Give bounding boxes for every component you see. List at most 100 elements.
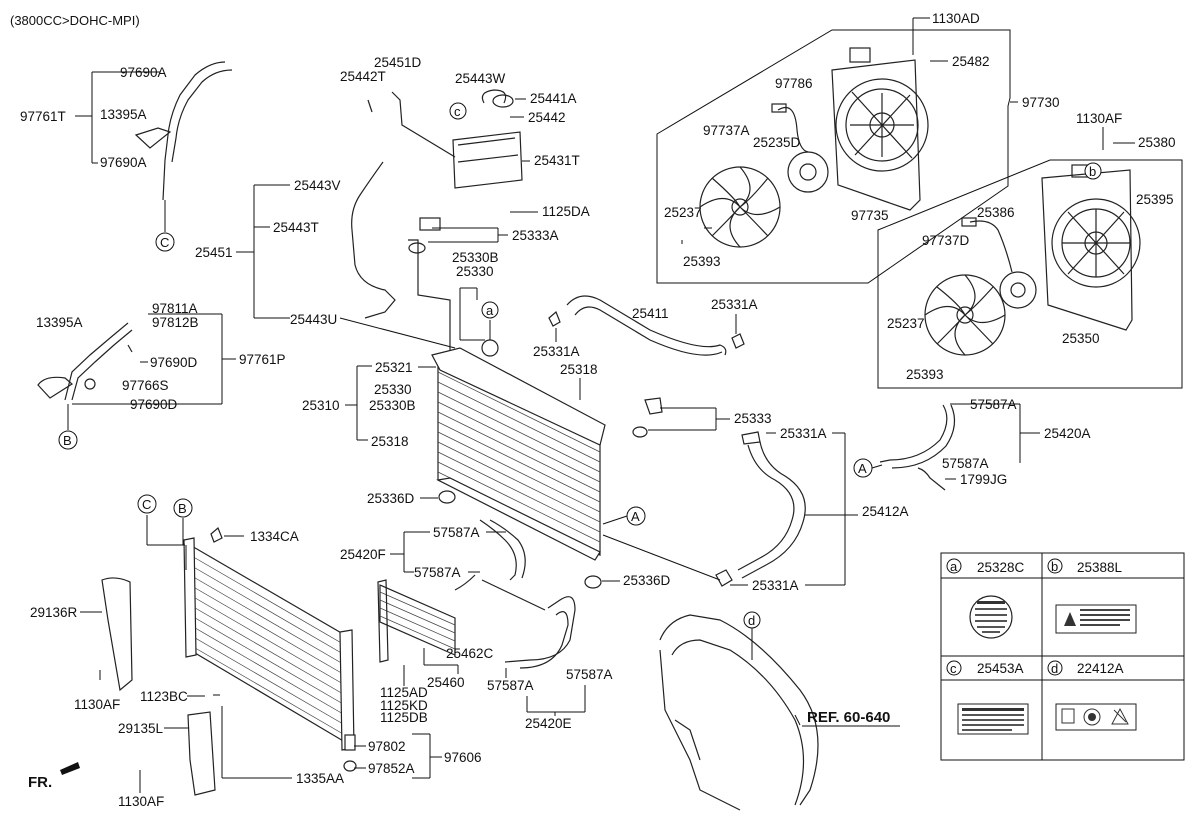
- label-97690D-1: 97690D: [150, 355, 198, 370]
- label-29136R: 29136R: [30, 605, 78, 620]
- label-25235D: 25235D: [753, 135, 801, 150]
- fan-assembly-group-lower: [877, 159, 1183, 389]
- label-25393-a: 25393: [683, 254, 721, 269]
- fan-assembly-group-upper: [656, 29, 1011, 284]
- front-member-drawing: REF. 60-640: [659, 614, 900, 811]
- label-25336D-2: 25336D: [623, 573, 671, 588]
- label-25460: 25460: [427, 675, 465, 690]
- front-indicator: FR.: [28, 762, 80, 791]
- label-25330-1: 25330: [456, 264, 494, 279]
- label-25331A-3: 25331A: [780, 426, 827, 441]
- condenser-labels: 1334CA 29136R 1130AF 1123BC 29135L 1130A…: [30, 515, 482, 809]
- label-1125DB: 1125DB: [380, 710, 428, 725]
- label-25443W: 25443W: [455, 71, 506, 86]
- oil-cooler-drawing: 57587A 25420F 57587A 25462C 25460 1125AD…: [340, 519, 613, 731]
- label-25350: 25350: [1062, 331, 1100, 346]
- fan-shroud-drawing: [831, 47, 929, 211]
- legend-code-25388L: 25388L: [1077, 560, 1123, 575]
- legend-cap-label-image: [969, 595, 1013, 639]
- legend-key-d: d: [1051, 661, 1058, 676]
- marker-C-hose: C: [160, 235, 169, 250]
- label-25443V: 25443V: [294, 178, 341, 193]
- condenser-drawing: [99, 526, 356, 796]
- label-25412A: 25412A: [862, 504, 909, 519]
- legend-key-a: a: [950, 559, 958, 574]
- label-97766S: 97766S: [122, 378, 169, 393]
- label-57587A-5: 57587A: [487, 678, 534, 693]
- legend-code-25328C: 25328C: [977, 560, 1025, 575]
- engine-spec-label: (3800CC>DOHC-MPI): [10, 13, 140, 28]
- label-97735: 97735: [851, 208, 889, 223]
- hose-group-97761P: 97811A 97812B 13395A 97690D 97761P 97766…: [36, 301, 286, 430]
- label-25318-1: 25318: [371, 434, 409, 449]
- label-25420E: 25420E: [525, 716, 572, 731]
- marker-d-top: d: [748, 613, 755, 628]
- label-25420F: 25420F: [340, 547, 386, 562]
- legend-key-b: b: [1051, 559, 1058, 574]
- label-25451D: 25451D: [374, 55, 422, 70]
- label-97690A-2: 97690A: [100, 155, 147, 170]
- legend-warning-label-image-c: [957, 703, 1029, 735]
- label-25482: 25482: [952, 54, 990, 69]
- label-1130AF-mid: 1130AF: [74, 697, 120, 712]
- fan-blade-drawing-upper: [699, 166, 781, 248]
- legend-table: a 25328C b 25388L c 25453A d 22412A: [940, 552, 1185, 761]
- marker-a-top: a: [486, 303, 494, 318]
- fan-blade-drawing-lower: [924, 274, 1006, 356]
- label-97761P: 97761P: [239, 352, 286, 367]
- marker-A-hose: A: [858, 461, 867, 476]
- label-97802: 97802: [368, 739, 406, 754]
- marker-B-condenser: B: [178, 501, 187, 516]
- label-1123BC: 1123BC: [140, 689, 188, 704]
- label-97606: 97606: [444, 750, 482, 765]
- label-25330B-1: 25330B: [452, 250, 499, 265]
- label-97730: 97730: [1022, 95, 1060, 110]
- label-97812B: 97812B: [152, 315, 199, 330]
- label-1130AF-top: 1130AF: [1076, 111, 1122, 126]
- lower-hose-group-25412A: 25331A 25412A 25331A: [602, 426, 909, 593]
- label-13395A-2: 13395A: [36, 315, 83, 330]
- fan-module-group-box: [877, 159, 1183, 389]
- front-arrow-icon: [60, 762, 80, 775]
- marker-B-hose: B: [63, 433, 72, 448]
- label-25318-2: 25318: [560, 362, 598, 377]
- label-25237-b: 25237: [887, 316, 925, 331]
- radiator-labels: 25333A 25330B 25330 25321 25330 25310 25…: [302, 227, 772, 588]
- fan-shroud-drawing-lower: [1041, 164, 1141, 331]
- label-1130AF-bot: 1130AF: [118, 794, 164, 809]
- label-25330B-2: 25330B: [369, 398, 416, 413]
- label-25237-a: 25237: [664, 205, 702, 220]
- label-97737D: 97737D: [922, 233, 970, 248]
- upper-hose-group: 25411 25331A 25331A: [533, 295, 758, 359]
- label-1125AD: 1125AD: [380, 685, 428, 700]
- label-25431T: 25431T: [534, 153, 580, 168]
- label-25443U: 25443U: [290, 312, 337, 327]
- label-97690A-1: 97690A: [120, 65, 167, 80]
- label-25331A-4: 25331A: [752, 578, 799, 593]
- label-25331A-1: 25331A: [711, 297, 758, 312]
- label-97690D-2: 97690D: [130, 397, 178, 412]
- label-57587A-1: 57587A: [970, 397, 1017, 412]
- condenser-core-hatch: [189, 554, 351, 739]
- circle-markers: c a b d C B C B A A: [58, 102, 1102, 629]
- label-29135L: 29135L: [118, 721, 164, 736]
- marker-b-top: b: [1089, 164, 1096, 179]
- legend-code-25453A: 25453A: [977, 661, 1024, 676]
- atf-hose-group-25420A: 57587A 25420A 57587A 1799JG: [879, 397, 1091, 491]
- marker-A-radiator: A: [631, 509, 640, 524]
- label-25330-2: 25330: [374, 382, 412, 397]
- label-25442T: 25442T: [340, 69, 386, 84]
- label-1334CA: 1334CA: [250, 529, 299, 544]
- fan-shroud-group-box: [656, 29, 1011, 284]
- label-1125DA: 1125DA: [542, 204, 590, 219]
- label-1130AD: 1130AD: [932, 11, 980, 26]
- label-57587A-3: 57587A: [433, 525, 480, 540]
- label-13395A-1: 13395A: [100, 107, 147, 122]
- label-1125KD: 1125KD: [380, 698, 428, 713]
- fan-motor-drawing-lower: [961, 217, 1037, 309]
- label-25395: 25395: [1136, 192, 1174, 207]
- label-97811A: 97811A: [152, 301, 198, 316]
- label-97786: 97786: [775, 76, 813, 91]
- label-25333A: 25333A: [512, 228, 559, 243]
